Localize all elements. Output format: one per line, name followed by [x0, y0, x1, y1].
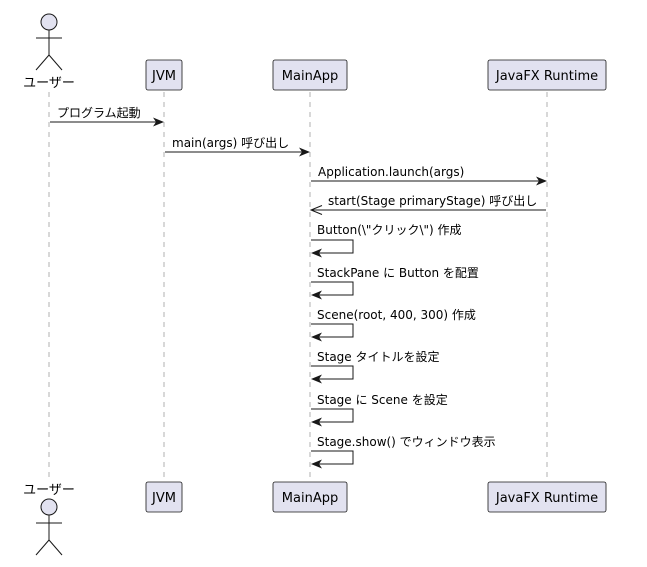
message-2: main(args) 呼び出し [165, 136, 310, 157]
message-9: Stage に Scene を設定 [311, 392, 448, 427]
participant-user-label: ユーザー [23, 76, 75, 91]
actor-head [40, 13, 58, 31]
participant-javafx-label: JavaFX Runtime [495, 69, 598, 84]
message-label: start(Stage primaryStage) 呼び出し [328, 194, 537, 208]
message-label: プログラム起動 [57, 106, 141, 120]
message-label: Application.launch(args) [318, 165, 464, 179]
message-4: start(Stage primaryStage) 呼び出し [309, 194, 546, 215]
participant-javafx-label: JavaFX Runtime [495, 491, 598, 506]
message-label: Stage.show() でウィンドウ表示 [317, 435, 496, 449]
message-7: Scene(root, 400, 300) 作成 [311, 308, 476, 342]
participant-mainapp-bottom: MainApp [272, 481, 348, 513]
message-10: Stage.show() でウィンドウ表示 [311, 435, 496, 469]
message-label: Button(\"クリック\") 作成 [317, 223, 462, 237]
participant-jvm-top: JVM [145, 59, 183, 91]
message-5: Button(\"クリック\") 作成 [311, 223, 462, 258]
actor-head [40, 498, 58, 516]
participant-jvm-bottom: JVM [145, 481, 183, 513]
participant-javafx-top: JavaFX Runtime [487, 59, 607, 91]
message-label: Scene(root, 400, 300) 作成 [317, 308, 476, 322]
participant-user-label: ユーザー [23, 483, 75, 498]
participant-jvm-label: JVM [151, 491, 176, 506]
participant-mainapp-label: MainApp [282, 69, 338, 84]
message-6: StackPane に Button を配置 [311, 266, 479, 300]
participant-jvm-label: JVM [151, 69, 176, 84]
actor-user-bottom: ユーザー [23, 483, 75, 556]
message-label: Stage に Scene を設定 [317, 392, 448, 407]
message-1: プログラム起動 [50, 106, 164, 127]
participant-javafx-bottom: JavaFX Runtime [487, 481, 607, 513]
participant-mainapp-top: MainApp [272, 59, 348, 91]
message-3: Application.launch(args) [311, 165, 547, 186]
message-8: Stage タイトルを設定 [311, 349, 440, 384]
message-label: main(args) 呼び出し [172, 136, 289, 150]
actor-user-top: ユーザー [23, 13, 75, 91]
message-label: StackPane に Button を配置 [317, 266, 479, 280]
participant-mainapp-label: MainApp [282, 491, 338, 506]
message-label: Stage タイトルを設定 [317, 349, 440, 364]
